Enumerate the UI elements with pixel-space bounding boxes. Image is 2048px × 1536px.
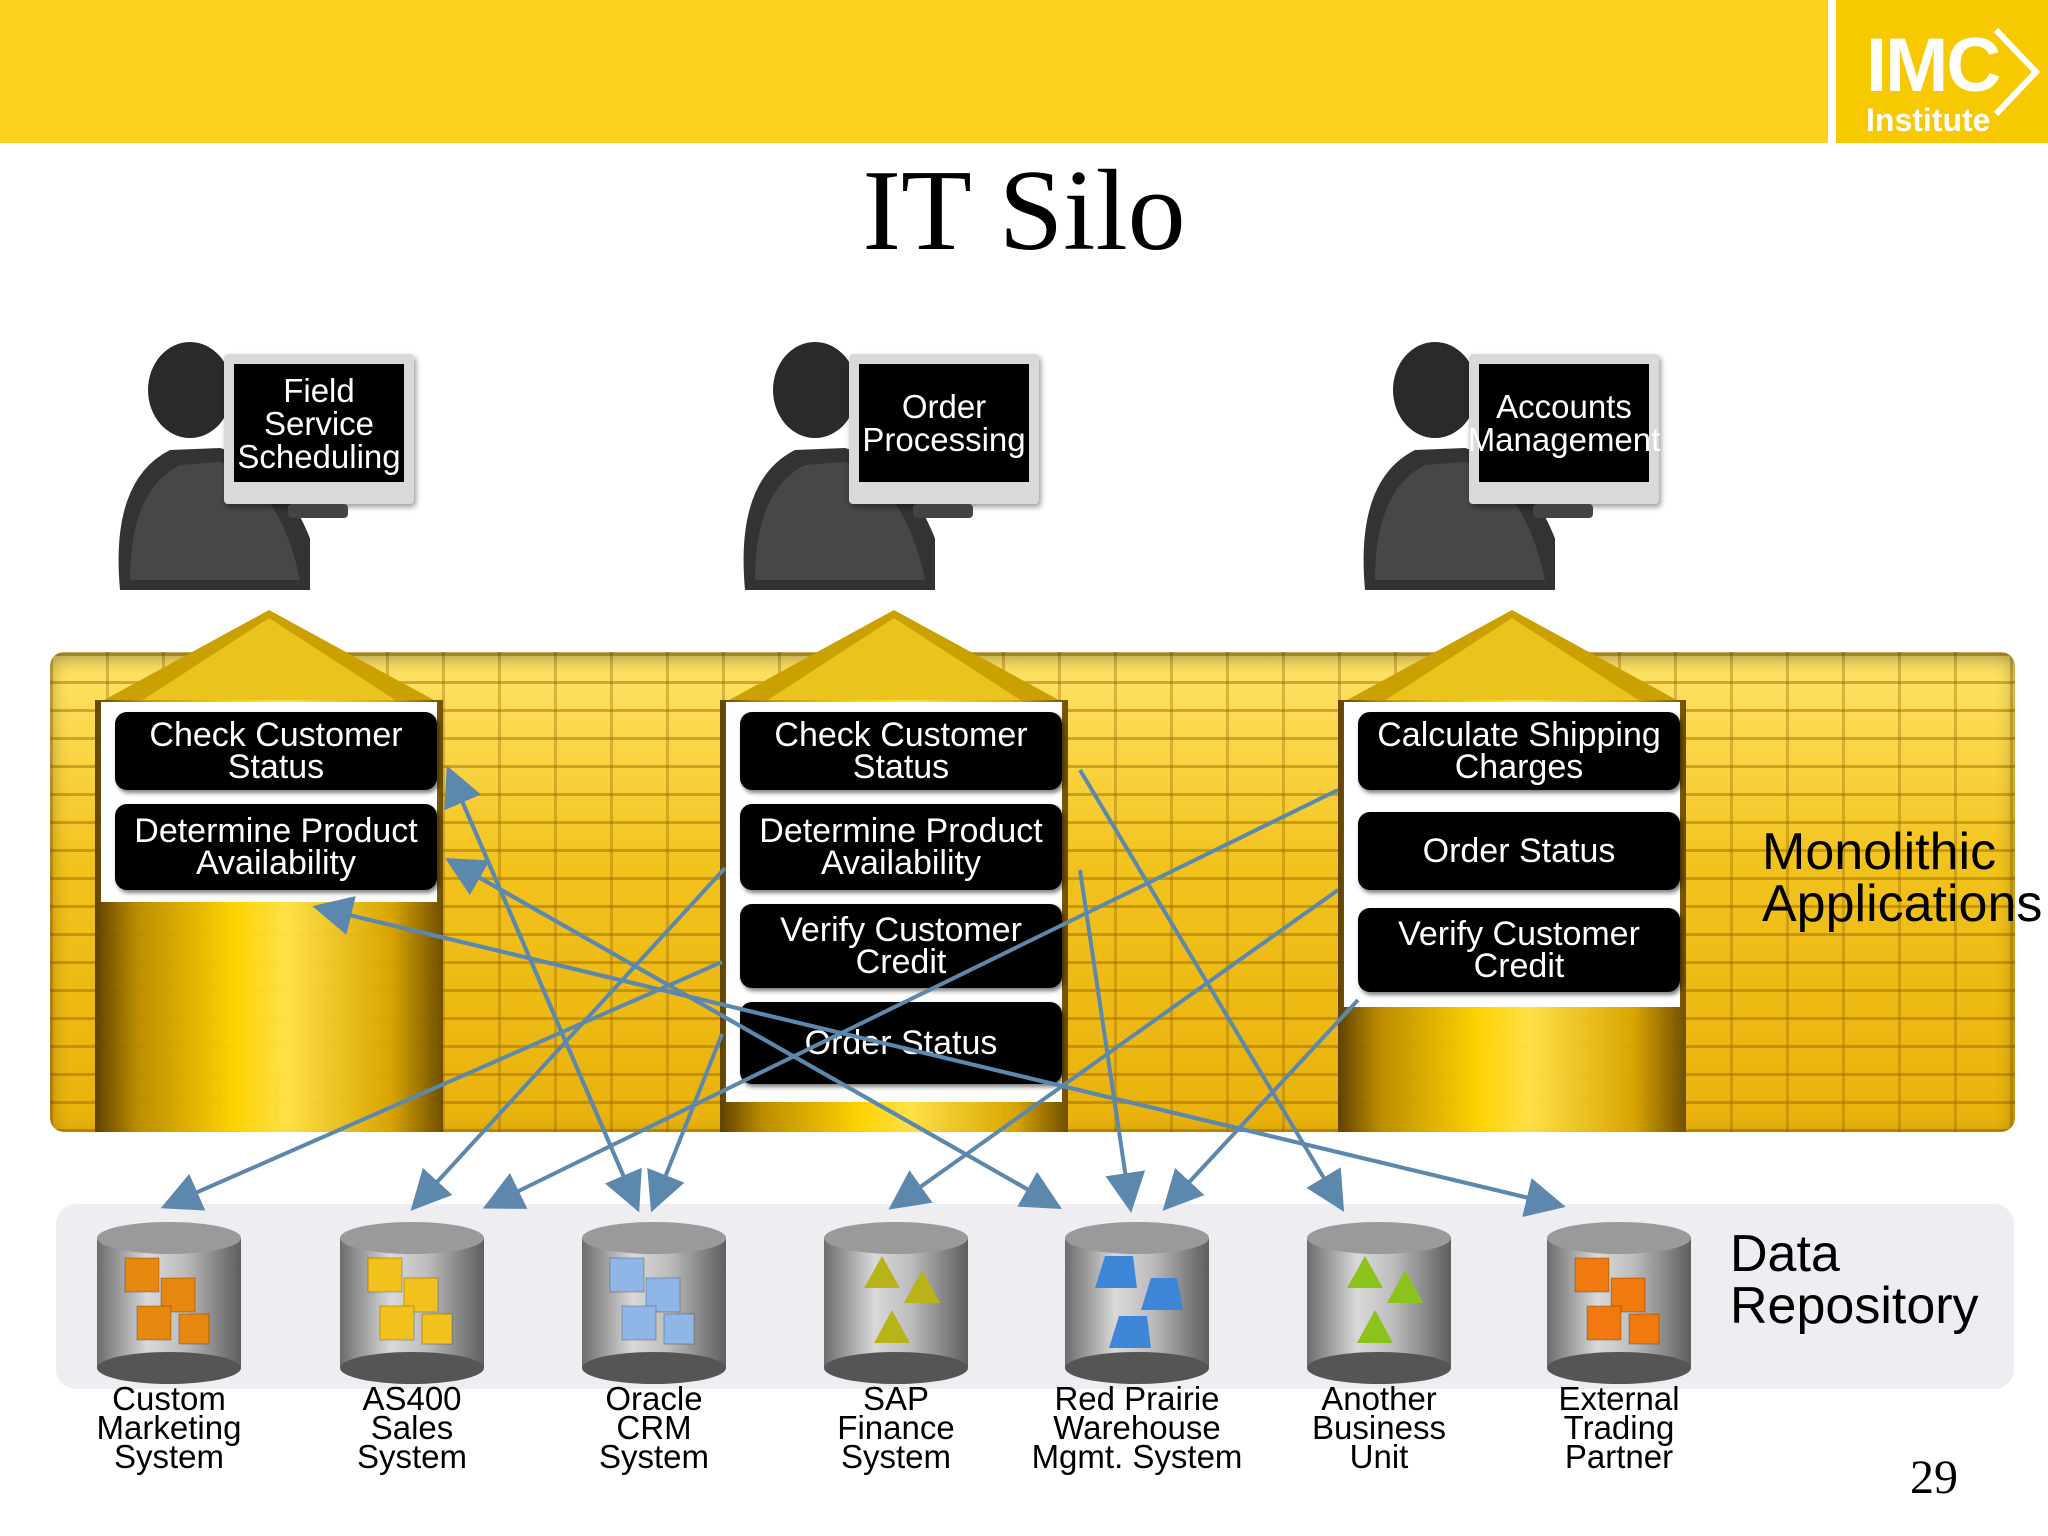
slide-title: IT Silo [862,147,1186,275]
connection-arrow [445,858,1056,1207]
logo-subtext: Institute [1866,102,1991,138]
database-cylinder[interactable] [580,1220,728,1390]
silo-2: Check Customer Status Determine Product … [720,610,1068,1132]
app-determine-product-availability[interactable]: Determine Product Availability [740,804,1062,890]
app-verify-customer-credit[interactable]: Verify Customer Credit [740,904,1062,988]
connection-arrow [1078,869,1146,1213]
app-check-customer-status[interactable]: Check Customer Status [115,712,437,790]
database-cylinder[interactable] [338,1220,486,1390]
imc-institute-logo: IMC Institute [1836,0,2048,143]
silo-panel: Calculate Shipping Charges Order Status … [1344,702,1680,1007]
silo-panel: Check Customer Status Determine Product … [101,702,437,902]
monitor-stand [288,504,348,518]
logo-chevron-icon [1993,27,2041,117]
connection-arrow [647,1033,724,1213]
app-determine-product-availability[interactable]: Determine Product Availability [115,804,437,890]
database-cylinder[interactable] [1305,1220,1453,1390]
monitor-stand [1533,504,1593,518]
app-check-customer-status[interactable]: Check Customer Status [740,712,1062,790]
database-cylinder[interactable] [1545,1220,1693,1390]
silo-roof [1338,610,1686,705]
trapezoids-icon [1085,1248,1189,1352]
blocks-icon [1567,1248,1671,1352]
silo-roof [720,610,1068,705]
app-calculate-shipping-charges[interactable]: Calculate Shipping Charges [1358,712,1680,790]
app-order-status[interactable]: Order Status [1358,812,1680,890]
connection-arrow [312,896,1559,1207]
pyramids-icon [1327,1248,1431,1352]
database-cylinder[interactable] [1063,1220,1211,1390]
header-bar [0,0,1828,143]
logo-text: IMC [1866,23,2001,108]
database-cylinder[interactable] [822,1220,970,1390]
silo-panel: Check Customer Status Determine Product … [726,702,1062,1102]
connection-arrow [410,866,727,1211]
connection-arrow [888,888,1340,1210]
cubes-icon [602,1248,706,1352]
app-verify-customer-credit[interactable]: Verify Customer Credit [1358,908,1680,992]
connection-arrow [482,788,1339,1209]
connection-arrow [444,765,638,1206]
monitor-stand [913,504,973,518]
database-cylinder[interactable] [95,1220,243,1390]
connection-arrow [160,960,723,1211]
silo-3: Calculate Shipping Charges Order Status … [1338,610,1686,1132]
slide-number: 29 [1910,1451,1958,1504]
silo-roof [95,610,443,705]
connection-arrow [1078,768,1345,1212]
interlocking-blocks-icon [117,1248,221,1352]
pyramids-icon [844,1248,948,1352]
connection-arrow [1162,998,1360,1211]
cubes-icon [360,1248,464,1352]
app-order-status[interactable]: Order Status [740,1002,1062,1084]
silo-1: Check Customer Status Determine Product … [95,610,443,1132]
